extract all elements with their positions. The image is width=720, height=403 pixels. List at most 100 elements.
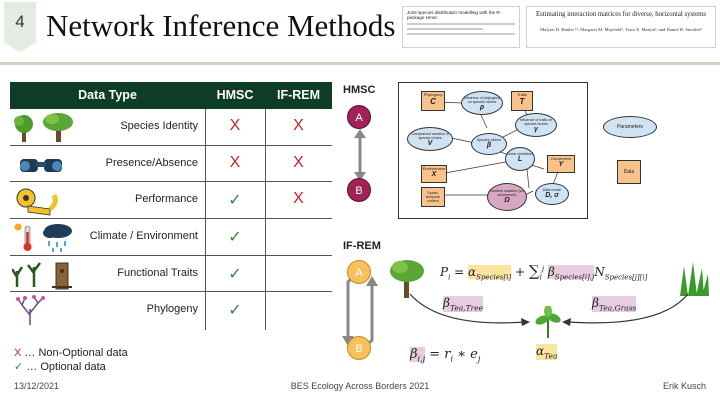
spatio-temporal-node: Spatio-temporal context <box>421 187 445 207</box>
eq-beta: β <box>547 265 555 279</box>
node-symbol: γ <box>534 126 538 133</box>
occurrence-node: Occurrence Y <box>547 155 575 173</box>
species-niches-node: Species niches β <box>471 133 507 155</box>
row-label: Performance <box>135 193 198 206</box>
eq-decomp-star: ∗ e <box>453 347 478 362</box>
eq-decomp-lhs: β <box>410 347 418 362</box>
node-symbol: T <box>519 97 525 106</box>
beta-sub: Tea,Tree <box>449 303 484 313</box>
hmsc-node-b: B <box>347 178 371 202</box>
row-label: Presence/Absence <box>105 156 198 169</box>
footer-author: Erik Kusch <box>662 381 706 391</box>
eq-alpha-sub: Species[i] <box>476 273 512 282</box>
row-label: Species Identity <box>120 120 198 132</box>
header-hmsc: HMSC <box>216 88 254 102</box>
paper-thumbnail-ifrem: Estimating interaction matrices for dive… <box>526 6 716 48</box>
eq-decomp-ri-sub: i <box>450 354 454 364</box>
node-label: Unexplained variation in species niches <box>411 132 449 140</box>
linear-predictors-node: Linear predictors L <box>505 147 535 171</box>
alpha-symbol: α <box>536 344 545 358</box>
eq-decomp-ej-sub: j <box>477 354 481 364</box>
hmsc-mark: X <box>229 117 241 134</box>
table-row: Climate / Environment ✓ <box>10 219 332 256</box>
node-symbol: D, σ <box>545 192 559 199</box>
alpha-tea-label: αTea <box>536 344 558 361</box>
paper-authors: Malyon D. Bimler ¹², Margaret M. Mayfiel… <box>540 27 702 32</box>
node-label: Influence of phylogeny on species niches <box>464 96 500 104</box>
random-variation-node: Random variation (co-occurrence) Ω <box>487 183 527 211</box>
table-row: Functional Traits ✓ <box>10 256 332 293</box>
eq-sum-sub: i <box>539 273 542 282</box>
beta-decomposition-equation: βi,j = ri ∗ ej <box>410 347 480 364</box>
measuring-tape-icon <box>16 188 58 216</box>
table-column-divider <box>265 109 266 330</box>
node-symbol: L <box>517 156 523 163</box>
alpha-sub: Tea <box>544 351 558 361</box>
node-symbol: C <box>430 97 436 106</box>
legend-optional-text: … Optional data <box>26 361 106 373</box>
tree-icon <box>14 113 73 142</box>
node-symbol: Ω <box>504 197 510 204</box>
node-label: Environment <box>422 166 446 171</box>
node-label: Phylogeny <box>423 92 443 97</box>
beta-tea-grass-label: βTea,Grass <box>592 296 637 313</box>
table-row: Presence/Absence X X <box>10 146 332 183</box>
ifrem-mark: X <box>293 190 304 208</box>
eq-lhs: P <box>440 265 449 279</box>
eq-beta-term: βSpecies[i],j <box>547 265 595 281</box>
hmsc-mark: ✓ <box>228 302 242 320</box>
beta-sub: Tea,Grass <box>598 303 637 313</box>
node-label: Traits <box>517 92 527 97</box>
table-column-divider <box>205 109 206 330</box>
hmsc-node-a: A <box>347 105 371 129</box>
footer-conference: BES Ecology Across Borders 2021 <box>290 381 430 391</box>
ifrem-label: IF-REM <box>343 240 381 252</box>
data-model-node: Data model D, σ <box>535 183 569 205</box>
hmsc-mark: X <box>229 153 241 171</box>
eq-equals: = <box>454 265 465 279</box>
unexplained-variation-node: Unexplained variation in species niches … <box>407 127 453 151</box>
text-line <box>407 23 515 25</box>
legend-optional: ✓ … Optional data <box>14 360 128 374</box>
table-legend: X … Non-Optional data ✓ … Optional data <box>14 346 128 374</box>
hmsc-model-diagram: Phylogeny C Influence of phylogeny on sp… <box>398 82 588 219</box>
paper-title: Estimating interaction matrices for dive… <box>535 11 707 18</box>
header-ifrem: IF-REM <box>276 88 321 102</box>
node-label: Data model <box>542 188 562 192</box>
plant-traits-icon <box>12 262 72 290</box>
eq-sum-sup: j <box>541 265 545 273</box>
node-label: Spatio-temporal context <box>426 191 440 203</box>
parameters-legend-item: Parameters <box>603 116 657 138</box>
ifrem-mark: X <box>293 117 304 134</box>
paper-thumbnail-hmsc: Joint species distribution modelling wit… <box>402 6 520 48</box>
weather-icon <box>14 223 72 253</box>
eq-alpha-term: αSpecies[i] <box>468 265 512 282</box>
header-divider <box>0 62 720 65</box>
data-type-table: Data Type HMSC IF-REM Species Identity X… <box>10 82 332 329</box>
environment-node: Environment X <box>421 165 447 183</box>
node-symbol: X <box>431 171 437 178</box>
influence-phylogeny-node: Influence of phylogeny on species niches… <box>461 91 503 115</box>
node-label: Species niches <box>476 138 502 142</box>
node-label: Linear predictors <box>506 152 534 156</box>
table-row: Performance ✓ X <box>10 182 332 220</box>
hmsc-mark: ✓ <box>228 265 242 283</box>
eq-n-sub: Species[j][i] <box>604 273 648 282</box>
influence-traits-node: Influence of traits on species niches γ <box>515 113 557 137</box>
legend-non-optional: X … Non-Optional data <box>14 346 128 360</box>
row-label: Climate / Environment <box>89 230 198 243</box>
eq-n: N <box>594 265 605 279</box>
tree-icon <box>390 260 424 298</box>
node-label: Random variation (co-occurrence) <box>489 189 525 197</box>
beta-symbol: β <box>592 296 599 310</box>
hmsc-mark: ✓ <box>228 192 242 210</box>
node-symbol: β <box>486 142 492 149</box>
eq-decomp-rhs: = r <box>429 347 451 362</box>
eq-lhs-sub: i <box>448 273 451 282</box>
phylogeny-icon <box>16 295 45 326</box>
table-row: Species Identity X X <box>10 109 332 146</box>
bidirectional-arrow-icon <box>354 129 366 181</box>
node-symbol: ρ <box>479 104 485 111</box>
grass-icon <box>680 262 709 296</box>
text-line <box>407 28 483 30</box>
